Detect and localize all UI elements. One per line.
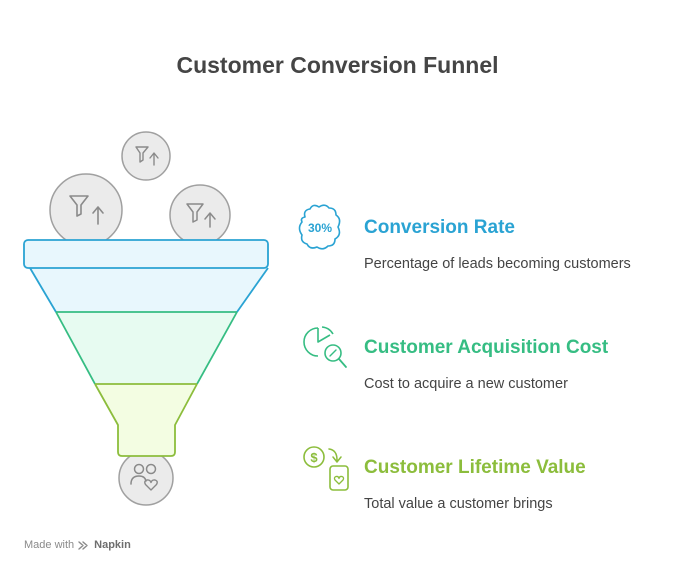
chart-magnifier-icon	[303, 326, 347, 368]
footer-brand: Napkin	[94, 539, 131, 551]
percent-badge-text: 30%	[308, 221, 332, 235]
funnel-up-icon	[121, 131, 171, 181]
funnel-stage-1	[30, 268, 268, 312]
diagram-title: Customer Conversion Funnel	[176, 52, 499, 78]
item-title-conversion-rate: Conversion Rate	[364, 217, 515, 238]
funnel-up-icon	[49, 173, 123, 247]
dollar-jar-icon: $	[303, 446, 349, 491]
funnel-rim	[23, 239, 269, 269]
funnel-stage-2	[56, 312, 237, 384]
percent-badge-icon: 30%	[298, 204, 341, 250]
users-heart-icon	[118, 450, 174, 506]
napkin-logo-icon	[78, 540, 88, 550]
funnel	[23, 239, 269, 457]
funnel-stage-3	[95, 384, 197, 456]
footer-prefix: Made with	[24, 539, 75, 551]
footer-attribution[interactable]: Made with Napkin	[24, 539, 131, 551]
item-title-acquisition-cost: Customer Acquisition Cost	[364, 337, 609, 358]
item-desc-conversion-rate: Percentage of leads becoming customers	[364, 256, 631, 272]
item-desc-acquisition-cost: Cost to acquire a new customer	[364, 376, 568, 392]
funnel-up-icon	[169, 184, 231, 246]
item-title-lifetime-value: Customer Lifetime Value	[364, 457, 586, 478]
item-desc-lifetime-value: Total value a customer brings	[364, 496, 553, 512]
svg-text:$: $	[310, 450, 318, 465]
